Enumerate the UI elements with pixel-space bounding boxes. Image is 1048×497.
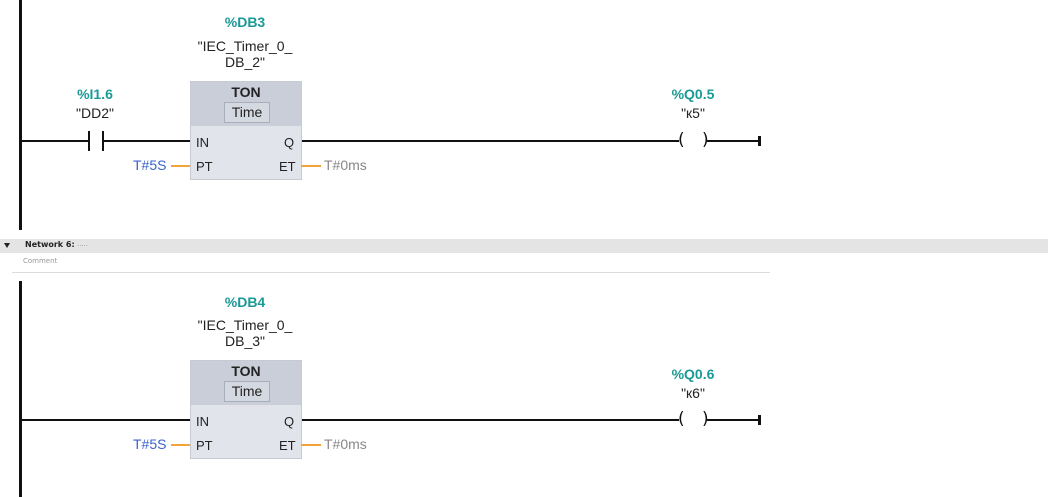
- pin-q: Q: [284, 414, 295, 429]
- contact-left-bar: [88, 131, 90, 151]
- network-comment[interactable]: Comment: [23, 257, 58, 265]
- pin-et: ET: [279, 159, 296, 174]
- rung-wire: [20, 140, 88, 142]
- pin-q: Q: [284, 135, 295, 150]
- timer-db-symbol-line2[interactable]: DB_3": [225, 333, 265, 349]
- pin-in: IN: [196, 135, 209, 150]
- timer-db-symbol-line1[interactable]: "IEC_Timer_0_: [197, 38, 293, 54]
- timer-db-symbol-line2[interactable]: DB_2": [225, 54, 265, 70]
- power-rail-network-5: [19, 0, 22, 230]
- et-value[interactable]: T#0ms: [324, 157, 367, 173]
- pin-et: ET: [279, 438, 296, 453]
- contact-symbol[interactable]: "DD2": [76, 105, 114, 121]
- pt-value[interactable]: T#5S: [133, 157, 167, 173]
- collapse-triangle-icon[interactable]: [4, 243, 10, 248]
- coil-symbol[interactable]: "к6": [681, 385, 705, 401]
- rung-wire: [707, 419, 759, 421]
- timer-db-symbol-line1[interactable]: "IEC_Timer_0_: [197, 317, 293, 333]
- coil-right-paren: ): [702, 130, 709, 150]
- network-title-placeholder[interactable]: .....: [77, 239, 89, 248]
- ton-timer-block[interactable]: TON Time IN PT Q ET: [190, 360, 302, 459]
- contact-address[interactable]: %I1.6: [77, 86, 113, 102]
- timer-db-address[interactable]: %DB4: [224, 294, 266, 310]
- rung-wire: [300, 140, 679, 142]
- normally-open-contact[interactable]: [86, 130, 106, 152]
- coil-symbol[interactable]: "к5": [681, 105, 705, 121]
- output-coil[interactable]: ( ): [676, 130, 710, 152]
- timer-data-type[interactable]: Time: [224, 381, 270, 402]
- rung-end: [758, 136, 761, 146]
- rung-end: [758, 415, 761, 425]
- coil-address[interactable]: %Q0.6: [671, 366, 715, 382]
- power-rail-network-6: [19, 281, 22, 497]
- coil-right-paren: ): [702, 409, 709, 429]
- timer-db-address[interactable]: %DB3: [224, 14, 266, 30]
- rung-wire: [300, 419, 679, 421]
- pt-param-wire: [171, 165, 190, 167]
- et-value[interactable]: T#0ms: [324, 436, 367, 452]
- coil-left-paren: (: [678, 409, 685, 429]
- pt-value[interactable]: T#5S: [133, 436, 167, 452]
- comment-divider: [12, 272, 770, 273]
- network-title: Network 6:: [25, 240, 75, 249]
- network-header[interactable]: Network 6: .....: [0, 239, 1048, 253]
- output-coil[interactable]: ( ): [676, 409, 710, 431]
- coil-left-paren: (: [678, 130, 685, 150]
- pin-pt: PT: [196, 438, 213, 453]
- pin-in: IN: [196, 414, 209, 429]
- et-param-wire: [301, 444, 321, 446]
- rung-wire: [707, 140, 759, 142]
- pin-pt: PT: [196, 159, 213, 174]
- rung-wire: [20, 419, 190, 421]
- et-param-wire: [301, 165, 321, 167]
- rung-wire: [104, 140, 190, 142]
- coil-address[interactable]: %Q0.5: [671, 86, 715, 102]
- pt-param-wire: [171, 444, 190, 446]
- timer-type-label: TON: [231, 363, 261, 379]
- ton-timer-block[interactable]: TON Time IN PT Q ET: [190, 81, 302, 180]
- timer-type-label: TON: [231, 84, 261, 100]
- contact-right-bar: [102, 131, 104, 151]
- timer-data-type[interactable]: Time: [224, 102, 270, 123]
